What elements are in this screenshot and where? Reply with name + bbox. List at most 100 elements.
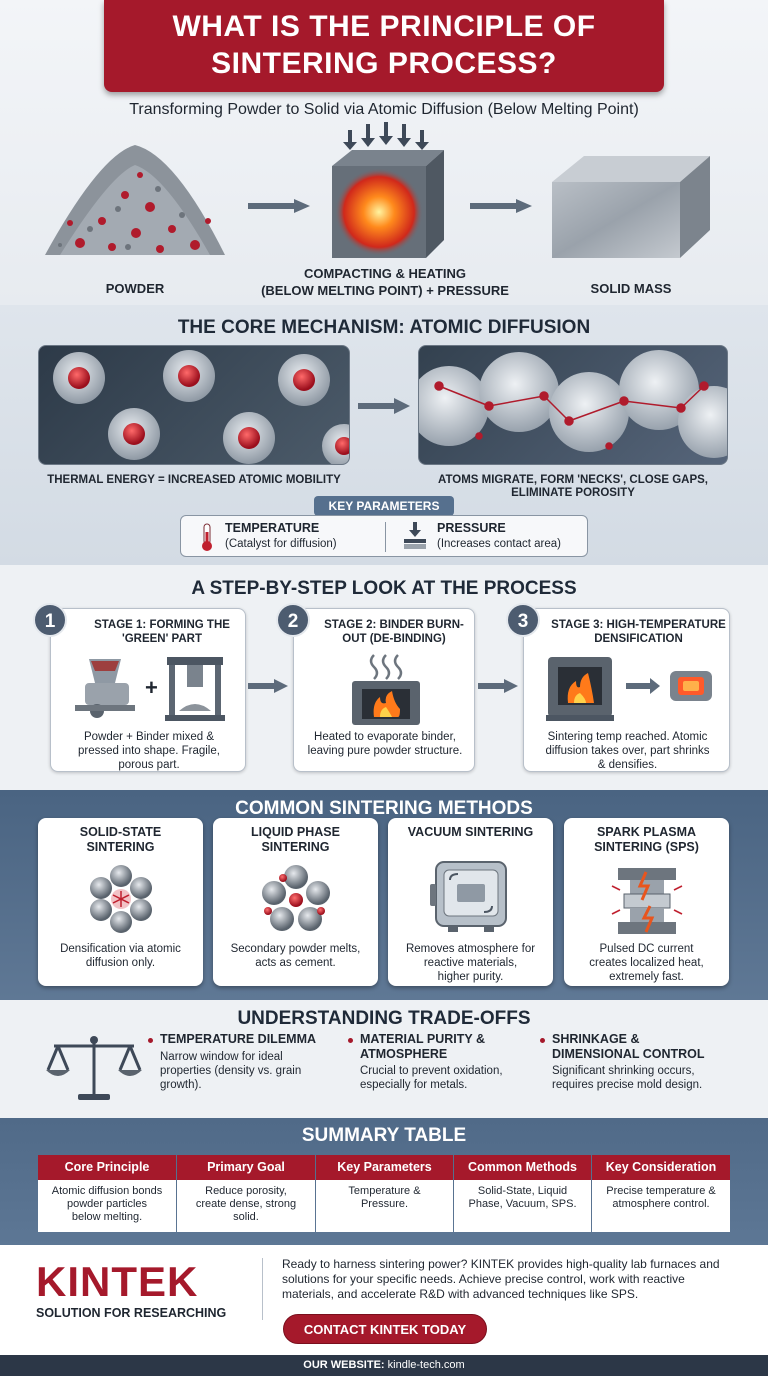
table-cell-line: atmosphere control. xyxy=(612,1198,710,1210)
arrow-right-icon xyxy=(478,679,518,693)
compacting-label-line-2: (BELOW MELTING POINT) + PRESSURE xyxy=(261,283,509,298)
header-section: WHAT IS THE PRINCIPLE OF SINTERING PROCE… xyxy=(0,0,768,305)
table-header-cell: Key Consideration xyxy=(592,1155,730,1180)
contact-kintek-button[interactable]: CONTACT KINTEK TODAY xyxy=(283,1314,487,1344)
densification-furnace-icon xyxy=(546,657,712,721)
table-cell-line: Solid-State, Liquid xyxy=(477,1185,568,1197)
stage-2-title-line-2: OUT (DE-BINDING) xyxy=(342,633,446,645)
page-subtitle: Transforming Powder to Solid via Atomic … xyxy=(129,101,639,118)
stage-3-desc-line-3: & densifies. xyxy=(597,759,658,771)
solid-mass-label: SOLID MASS xyxy=(590,281,672,296)
stage-3-title-line-1: STAGE 3: HIGH-TEMPERATURE xyxy=(551,619,726,631)
table-cell-line: Temperature & xyxy=(348,1185,421,1197)
table-cell-line: powder particles xyxy=(66,1198,148,1210)
method-title-line-2: SINTERING xyxy=(86,840,155,854)
pressure-param-desc: (Increases contact area) xyxy=(437,538,562,550)
table-cell-line: Pressure. xyxy=(360,1198,409,1210)
mixer-and-press-icon: + xyxy=(75,657,225,721)
table-cell-line: below melting. xyxy=(71,1211,143,1223)
method-card-vacuum: VACUUM SINTERING Removes atmosphere for … xyxy=(388,818,553,986)
solid-state-particles-icon xyxy=(90,865,152,933)
arrow-right-icon xyxy=(248,679,288,693)
solid-block-illustration xyxy=(552,156,710,258)
table-header-cell: Common Methods xyxy=(454,1155,591,1180)
tradeoff-3-text-line-2: requires precise mold design. xyxy=(552,1079,703,1091)
footer-section xyxy=(0,1245,768,1376)
table-cell: Solid-State, Liquid Phase, Vacuum, SPS. xyxy=(454,1180,591,1232)
stage-1-title-line-2: 'GREEN' PART xyxy=(121,633,202,645)
method-title-line-1: SPARK PLASMA xyxy=(596,825,697,839)
tradeoff-1-head: TEMPERATURE DILEMMA xyxy=(160,1032,317,1046)
stage-1-card: STAGE 1: FORMING THE 'GREEN' PART + Powd… xyxy=(50,608,246,772)
key-parameters-tag: KEY PARAMETERS xyxy=(314,496,454,516)
logo-tagline: SOLUTION FOR RESEARCHING xyxy=(36,1306,227,1320)
tradeoff-1-text-line-3: growth). xyxy=(160,1079,202,1091)
atoms-migrate-caption-line-1: ATOMS MIGRATE, FORM 'NECKS', CLOSE GAPS, xyxy=(438,474,708,486)
table-cell: Precise temperature & atmosphere control… xyxy=(592,1180,730,1232)
stage-2-desc-line-2: leaving pure powder structure. xyxy=(307,745,463,757)
method-desc-line-1: Secondary powder melts, xyxy=(230,943,361,955)
thermal-energy-illustration xyxy=(38,345,350,465)
tradeoffs-heading: UNDERSTANDING TRADE-OFFS xyxy=(237,1008,531,1029)
table-header-cell: Key Parameters xyxy=(316,1155,453,1180)
svg-text:+: + xyxy=(145,675,158,700)
bullet xyxy=(148,1038,153,1043)
method-title-line-2: SINTERING xyxy=(261,840,330,854)
arrow-right-icon xyxy=(248,199,310,213)
stage-2-desc-line-1: Heated to evaporate binder, xyxy=(314,731,456,743)
website-label: OUR WEBSITE: xyxy=(303,1359,385,1371)
mechanism-heading: THE CORE MECHANISM: ATOMIC DIFFUSION xyxy=(177,317,591,338)
thermometer-icon xyxy=(202,523,212,551)
method-card-liquid-phase: LIQUID PHASE SINTERING Secondary powder … xyxy=(213,818,378,986)
method-desc-line-1: Pulsed DC current xyxy=(599,943,694,955)
stage-1-desc-line-1: Powder + Binder mixed & xyxy=(83,731,215,743)
footer-text-line: solutions for your specific needs. Achie… xyxy=(282,1272,685,1286)
pressure-param-label: PRESSURE xyxy=(437,521,506,535)
method-title-line-2: SINTERING (SPS) xyxy=(594,840,699,854)
tradeoff-1-text-line-1: Narrow window for ideal xyxy=(160,1051,283,1063)
page-title-line-2: SINTERING PROCESS? xyxy=(211,47,557,80)
footer-text-line: materials, and accelerate R&D with advan… xyxy=(282,1287,639,1301)
compacting-label-line-1: COMPACTING & HEATING xyxy=(303,266,466,281)
divider xyxy=(385,522,386,552)
table-cell-line: Phase, Vacuum, SPS. xyxy=(468,1198,577,1210)
stage-3-number: 3 xyxy=(506,603,540,637)
stage-3-desc-line-2: diffusion takes over, part shrinks xyxy=(545,745,710,757)
method-title-line-1: VACUUM SINTERING xyxy=(407,825,534,839)
tradeoff-3-head-line-1: SHRINKAGE & xyxy=(552,1032,640,1046)
tradeoff-1-text-line-2: properties (density vs. grain xyxy=(160,1065,302,1077)
stage-2-number: 2 xyxy=(276,603,310,637)
bullet xyxy=(540,1038,545,1043)
liquid-phase-particles-icon xyxy=(262,865,330,931)
tradeoff-2-head-line-1: MATERIAL PURITY & xyxy=(360,1032,486,1046)
method-desc-line-2: reactive materials, xyxy=(423,957,518,969)
method-title-line-1: LIQUID PHASE xyxy=(251,825,340,839)
table-cell: Temperature & Pressure. xyxy=(316,1180,453,1232)
atoms-migrate-caption-line-2: ELIMINATE POROSITY xyxy=(511,487,635,499)
table-cell: Atomic diffusion bonds powder particles … xyxy=(38,1180,176,1232)
tradeoff-3-text-line-1: Significant shrinking occurs, xyxy=(552,1065,695,1077)
atomic-necks-illustration xyxy=(418,345,728,465)
method-desc-line-2: diffusion only. xyxy=(85,957,156,969)
stage-2-card: STAGE 2: BINDER BURN- OUT (DE-BINDING) H… xyxy=(293,608,475,772)
vacuum-chamber-icon xyxy=(430,861,507,932)
method-card-sps: SPARK PLASMA SINTERING (SPS) Pulsed DC c… xyxy=(564,818,729,986)
bullet xyxy=(348,1038,353,1043)
stage-1-title-line-1: STAGE 1: FORMING THE xyxy=(94,619,230,631)
method-card-solid-state: SOLID-STATE SINTERING Densification via … xyxy=(38,818,203,986)
powder-label: POWDER xyxy=(105,281,165,296)
arrow-right-icon xyxy=(358,398,410,414)
website-link[interactable]: kindle-tech.com xyxy=(387,1359,465,1371)
method-desc-line-3: higher purity. xyxy=(437,971,504,983)
method-desc-line-2: acts as cement. xyxy=(255,957,336,969)
website-bar: OUR WEBSITE: kindle-tech.com xyxy=(0,1355,768,1376)
table-cell-line: Reduce porosity, xyxy=(205,1185,287,1197)
footer-text-line: Ready to harness sintering power? KINTEK… xyxy=(282,1257,720,1271)
temperature-param-label: TEMPERATURE xyxy=(225,521,320,535)
table-cell-line: Precise temperature & xyxy=(606,1185,716,1197)
tradeoffs-section: UNDERSTANDING TRADE-OFFS TEMPERATURE DIL… xyxy=(0,1000,768,1118)
balance-scale-icon xyxy=(46,1036,142,1100)
tradeoff-3-head-line-2: DIMENSIONAL CONTROL xyxy=(552,1047,705,1061)
stage-3-desc-line-1: Sintering temp reached. Atomic xyxy=(547,731,708,743)
compacting-block-illustration xyxy=(332,122,444,258)
